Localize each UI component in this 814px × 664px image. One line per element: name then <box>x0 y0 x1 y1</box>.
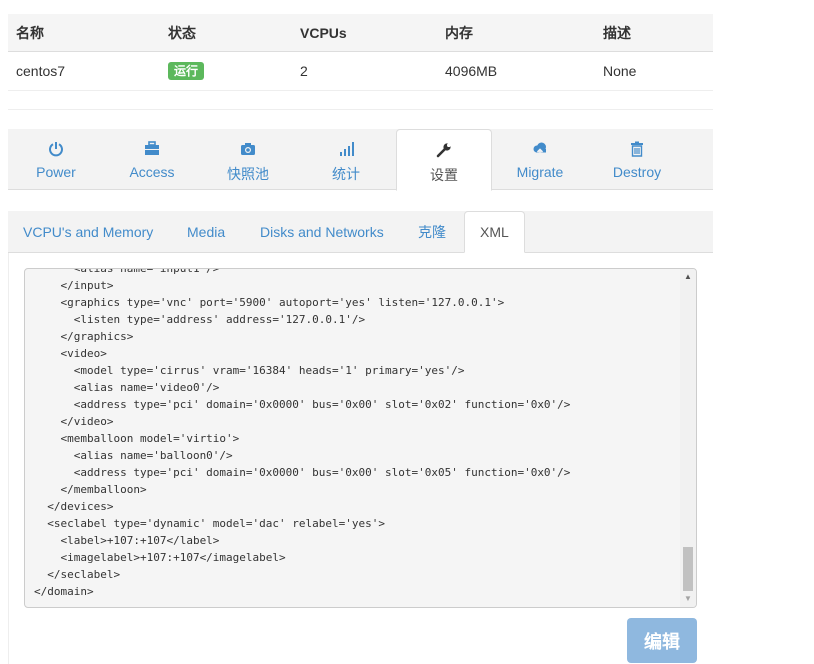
vm-info-table: 名称 状态 VCPUs 内存 描述 centos7 运行 2 4096MB No… <box>8 14 713 110</box>
table-row: centos7 运行 2 4096MB None <box>8 51 713 91</box>
tab-settings[interactable]: 设置 <box>396 129 492 191</box>
header-status: 状态 <box>160 14 292 52</box>
subtab-clone[interactable]: 克隆 <box>418 224 446 240</box>
scroll-thumb[interactable] <box>683 547 693 591</box>
edit-button[interactable]: 编辑 <box>627 618 697 663</box>
signal-bars-icon <box>298 141 394 159</box>
tab-access[interactable]: Access <box>104 129 200 190</box>
panel-border <box>8 253 9 664</box>
tab-stats-label: 统计 <box>332 166 360 182</box>
power-icon <box>8 141 104 159</box>
cloud-upload-icon <box>492 141 588 159</box>
table-header-row: 名称 状态 VCPUs 内存 描述 <box>8 14 713 52</box>
vm-name: centos7 <box>8 51 160 91</box>
xml-content: <alias name='input1'/> </input> <graphic… <box>34 268 571 598</box>
briefcase-icon <box>104 141 200 159</box>
table-spacer-row <box>8 90 713 110</box>
tab-stats[interactable]: 统计 <box>298 129 394 190</box>
camera-icon <box>200 141 296 159</box>
subtab-disks-networks[interactable]: Disks and Networks <box>260 224 384 240</box>
vm-vcpus: 2 <box>292 51 437 91</box>
tab-destroy-label: Destroy <box>612 164 662 180</box>
header-name: 名称 <box>8 14 160 52</box>
wrench-icon <box>397 142 491 160</box>
scroll-up-arrow-icon[interactable]: ▲ <box>684 272 692 281</box>
xml-textarea[interactable]: <alias name='input1'/> </input> <graphic… <box>24 268 697 608</box>
vertical-scrollbar[interactable]: ▲ ▼ <box>680 269 696 607</box>
main-tab-bar: Power Access 快照池 统计 设置 Migrate Destroy <box>8 129 713 191</box>
tab-migrate[interactable]: Migrate <box>492 129 588 190</box>
vm-memory: 4096MB <box>437 51 595 91</box>
scroll-down-arrow-icon[interactable]: ▼ <box>684 594 692 603</box>
tab-snapshots[interactable]: 快照池 <box>200 129 296 190</box>
subtab-vcpu-memory[interactable]: VCPU's and Memory <box>23 224 154 240</box>
subtab-xml[interactable]: XML <box>464 211 525 253</box>
settings-subtab-bar: VCPU's and Memory Media Disks and Networ… <box>8 211 713 253</box>
header-vcpus: VCPUs <box>292 14 437 52</box>
subtab-media[interactable]: Media <box>187 224 226 240</box>
tab-destroy[interactable]: Destroy <box>589 129 685 190</box>
trash-icon <box>589 141 685 159</box>
status-badge: 运行 <box>168 62 205 80</box>
header-description: 描述 <box>595 14 713 52</box>
tab-settings-label: 设置 <box>430 167 458 183</box>
vm-description: None <box>595 51 713 91</box>
tab-power-label: Power <box>36 164 76 180</box>
tab-migrate-label: Migrate <box>516 164 564 180</box>
tab-power[interactable]: Power <box>8 129 104 190</box>
header-memory: 内存 <box>437 14 595 52</box>
tab-snapshots-label: 快照池 <box>227 166 269 182</box>
tab-access-label: Access <box>129 164 175 180</box>
